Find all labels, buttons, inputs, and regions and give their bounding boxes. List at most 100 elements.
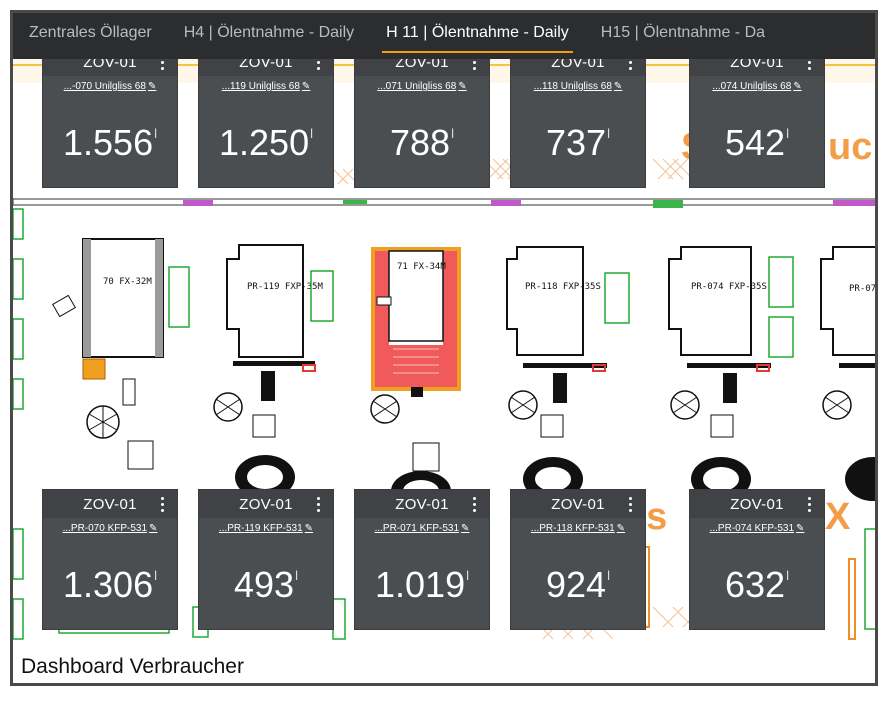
- card-value-number: 1.556: [63, 122, 154, 163]
- card-value: 1.306l: [43, 564, 177, 606]
- card-title: ZOV-01: [43, 59, 177, 76]
- pencil-icon[interactable]: ✎: [304, 523, 314, 534]
- consumer-card-bottom-118[interactable]: ZOV-01 ...PR-118 KFP-531✎ 924l: [510, 489, 646, 630]
- card-title: ZOV-01: [43, 490, 177, 518]
- card-value-number: 788: [390, 122, 451, 163]
- card-source-link[interactable]: ...074 Unilgliss 68✎: [690, 81, 824, 92]
- card-value-number: 542: [725, 122, 786, 163]
- card-unit: l: [466, 568, 469, 583]
- more-vert-icon[interactable]: [623, 494, 637, 514]
- pencil-icon[interactable]: ✎: [301, 81, 311, 92]
- card-unit: l: [154, 126, 157, 141]
- consumer-card-bottom-119[interactable]: ZOV-01 ...PR-119 KFP-531✎ 493l: [198, 489, 334, 630]
- card-source-text: ...071 Unilgliss 68: [377, 81, 457, 92]
- consumer-card-top-074[interactable]: ZOV-01 ...074 Unilgliss 68✎ 542l: [689, 59, 825, 188]
- card-source-link[interactable]: ...PR-119 KFP-531✎: [199, 523, 333, 534]
- more-vert-icon[interactable]: [802, 494, 816, 514]
- more-vert-icon[interactable]: [467, 494, 481, 514]
- svg-text:PR-119 FXP-35M: PR-119 FXP-35M: [247, 282, 323, 292]
- card-source-text: ...119 Unilgliss 68: [221, 81, 300, 92]
- card-source-link[interactable]: ...118 Unilgliss 68✎: [511, 81, 645, 92]
- card-source-link[interactable]: ...071 Unilgliss 68✎: [355, 81, 489, 92]
- card-title-text: ZOV-01: [239, 495, 293, 513]
- consumer-card-bottom-074[interactable]: ZOV-01 ...PR-074 KFP-531✎ 632l: [689, 489, 825, 630]
- consumer-card-bottom-070[interactable]: ZOV-01 ...PR-070 KFP-531✎ 1.306l: [42, 489, 178, 630]
- tab-h4-oelentnahme[interactable]: H4 | Ölentnahme - Daily: [183, 24, 355, 41]
- card-unit: l: [607, 568, 610, 583]
- more-vert-icon[interactable]: [311, 494, 325, 514]
- pencil-icon[interactable]: ✎: [796, 523, 805, 534]
- card-title-text: ZOV-01: [730, 59, 784, 71]
- more-vert-icon[interactable]: [155, 59, 169, 72]
- card-source-link[interactable]: ...PR-070 KFP-531✎: [43, 523, 177, 534]
- consumer-card-top-119[interactable]: ZOV-01 ...119 Unilgliss 68✎ 1.250l: [198, 59, 334, 188]
- pencil-icon[interactable]: ✎: [147, 81, 157, 92]
- card-source-link[interactable]: ...-070 Unilgliss 68✎: [43, 81, 177, 92]
- card-source-text: ...-070 Unilgliss 68: [63, 81, 146, 92]
- pencil-icon[interactable]: ✎: [793, 81, 802, 92]
- tab-h11-oelentnahme[interactable]: H 11 | Ölentnahme - Daily: [370, 13, 585, 59]
- card-source-link[interactable]: ...PR-071 KFP-531✎: [355, 523, 489, 534]
- card-source-text: ...074 Unilgliss 68: [712, 81, 792, 92]
- card-title-text: ZOV-01: [83, 495, 137, 513]
- card-value: 632l: [690, 564, 824, 606]
- floor-plan: S uc: [13, 59, 875, 649]
- card-unit: l: [154, 568, 157, 583]
- card-value: 1.019l: [355, 564, 489, 606]
- pencil-icon[interactable]: ✎: [461, 523, 470, 534]
- consumer-card-top-071[interactable]: ZOV-01 ...071 Unilgliss 68✎ 788l: [354, 59, 490, 188]
- card-unit: l: [786, 568, 789, 583]
- consumer-card-top-070[interactable]: ZOV-01 ...-070 Unilgliss 68✎ 1.556l: [42, 59, 178, 188]
- tab-zentrales-oellager[interactable]: Zentrales Öllager: [29, 24, 152, 41]
- more-vert-icon[interactable]: [155, 494, 169, 514]
- card-value-number: 493: [234, 564, 295, 605]
- pencil-icon[interactable]: ✎: [149, 523, 158, 534]
- card-title-text: ZOV-01: [239, 59, 293, 71]
- more-vert-icon[interactable]: [623, 59, 637, 72]
- card-unit: l: [295, 568, 298, 583]
- card-source-text: ...118 Unilgliss 68: [533, 81, 612, 92]
- card-title: ZOV-01: [690, 490, 824, 518]
- card-source-text: ...PR-074 KFP-531: [709, 523, 795, 534]
- svg-text:PR-074 FXP-35S: PR-074 FXP-35S: [691, 282, 767, 292]
- card-title: ZOV-01: [511, 490, 645, 518]
- consumer-card-bottom-071[interactable]: ZOV-01 ...PR-071 KFP-531✎ 1.019l: [354, 489, 490, 630]
- svg-text:X: X: [825, 496, 851, 538]
- card-value-number: 1.019: [375, 564, 466, 605]
- card-unit: l: [607, 126, 610, 141]
- card-source-link[interactable]: ...PR-074 KFP-531✎: [690, 523, 824, 534]
- card-source-link[interactable]: ...PR-118 KFP-531✎: [511, 523, 645, 534]
- card-title: ZOV-01: [511, 59, 645, 76]
- machine-pr-119: PR-119 FXP-35M: [213, 244, 334, 499]
- machine-71-alert: 71 FX-34M: [370, 247, 461, 511]
- pencil-icon[interactable]: ✎: [613, 81, 623, 92]
- card-value-number: 924: [546, 564, 607, 605]
- svg-text:PR-075: PR-075: [849, 284, 875, 294]
- card-source-text: ...PR-119 KFP-531: [218, 523, 303, 534]
- svg-text:PR-118 FXP-35S: PR-118 FXP-35S: [525, 282, 601, 292]
- card-source-text: ...PR-071 KFP-531: [374, 523, 460, 534]
- more-vert-icon[interactable]: [311, 59, 325, 72]
- card-value: 542l: [690, 122, 824, 164]
- card-value-number: 632: [725, 564, 786, 605]
- card-value-number: 1.250: [219, 122, 310, 163]
- card-value-number: 1.306: [63, 564, 154, 605]
- more-vert-icon[interactable]: [802, 59, 816, 72]
- more-vert-icon[interactable]: [467, 59, 481, 72]
- pencil-icon[interactable]: ✎: [458, 81, 467, 92]
- card-title-text: ZOV-01: [395, 59, 449, 71]
- card-value-number: 737: [546, 122, 607, 163]
- card-source-text: ...PR-070 KFP-531: [62, 523, 148, 534]
- card-value: 737l: [511, 122, 645, 164]
- card-title-text: ZOV-01: [551, 59, 605, 71]
- card-source-link[interactable]: ...119 Unilgliss 68✎: [199, 81, 333, 92]
- card-unit: l: [310, 126, 313, 141]
- card-title: ZOV-01: [690, 59, 824, 76]
- card-unit: l: [451, 126, 454, 141]
- card-value: 493l: [199, 564, 333, 606]
- card-value: 1.250l: [199, 122, 333, 164]
- tab-h15-oelentnahme[interactable]: H15 | Ölentnahme - Da: [600, 24, 766, 41]
- pencil-icon[interactable]: ✎: [616, 523, 626, 534]
- consumer-card-top-118[interactable]: ZOV-01 ...118 Unilgliss 68✎ 737l: [510, 59, 646, 188]
- svg-text:uc: uc: [828, 126, 872, 168]
